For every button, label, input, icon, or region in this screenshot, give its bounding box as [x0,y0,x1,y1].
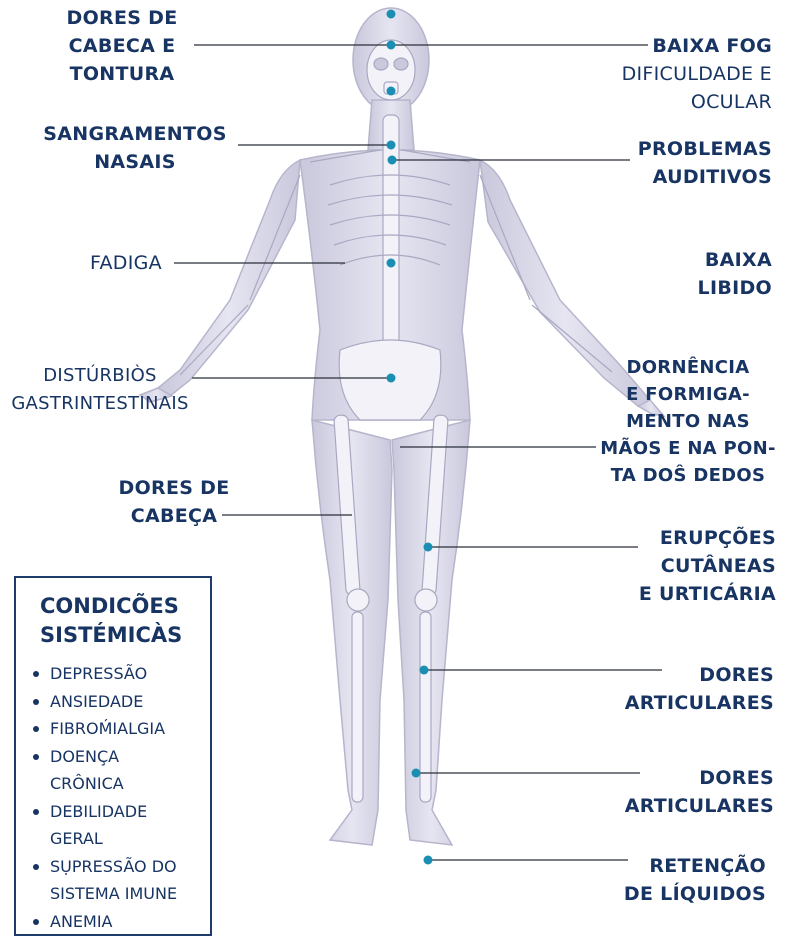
marker-dot [420,666,429,675]
list-item: DEPRESSÃO [30,660,210,688]
label-dores-articulares-2: DORES ARTICULARES [600,764,774,820]
label-retencao-liquidos: RETENÇÃO DE LÍQUIDOS [600,852,766,908]
bullet-icon [33,726,39,732]
bullet-icon [33,754,39,760]
list-item: SỤPRESSÃO DO SISTEMA IMUNE [30,853,210,908]
bullet-icon [33,699,39,705]
label-problemas-auditivos: PROBLEMAS AUDITIVOS [600,135,772,191]
marker-dot [387,141,396,150]
marker-dot [387,374,396,383]
conditions-list: DEPRESSÃO ANSIEDADE FIBROḾIALGIA DOENÇA … [16,660,210,935]
bullet-icon [33,671,39,677]
marker-dot [387,259,396,268]
bullet-icon [33,919,39,925]
marker-dot [424,543,433,552]
list-item: DOENÇA CRÔNICA [30,743,210,798]
marker-dot [424,856,433,865]
list-item: ANSIEDADE [30,688,210,716]
label-dormencia-formigamento: DORNÊNCIA E FORMIGA- MENTO NAS MÃOS E NA… [598,354,778,489]
bullet-icon [33,809,39,815]
marker-dot [387,87,396,96]
skeleton [180,40,612,802]
marker-dot [388,156,397,165]
box-title: CONDICÕES SISTÉMICÀS [16,578,210,650]
label-dores-cabeca-tontura: DORES DE CABECA E TONTURA [58,4,186,88]
label-fadiga: FADIGA [90,249,180,277]
marker-dot [412,769,421,778]
bullet-icon [33,864,39,870]
label-sangramentos-nasais: SANGRAMENTOS NASAIS [30,120,240,176]
label-dores-de-cabeca: DORES DE CABEÇA [108,474,240,530]
label-baixa-fog: BAIXA FOG [620,32,772,60]
systemic-conditions-box: CONDICÕES SISTÉMICÀS DEPRESSÃO ANSIEDADE… [14,576,212,936]
marker-dot [387,10,396,19]
list-item: FIBROḾIALGIA [30,715,210,743]
list-item: ANEMIA [30,908,210,936]
label-dificuldade-ocular: DIFICULDADE E OCULAR [600,60,772,116]
list-item: DEBILIDADE GERAL [30,798,210,853]
marker-dot [387,41,396,50]
label-erupcoes-cutaneas: ERUPÇÕES CUTÂNEAS E URTICÁRIA [612,524,776,608]
label-disturbios-gastrintestinais: DISTÚRBIÒS GASTRINTESTINAIS [0,362,200,418]
label-dores-articulares-1: DORES ARTICULARES [600,661,774,717]
label-baixa-libido: BAIXA LIBIDO [640,246,772,302]
